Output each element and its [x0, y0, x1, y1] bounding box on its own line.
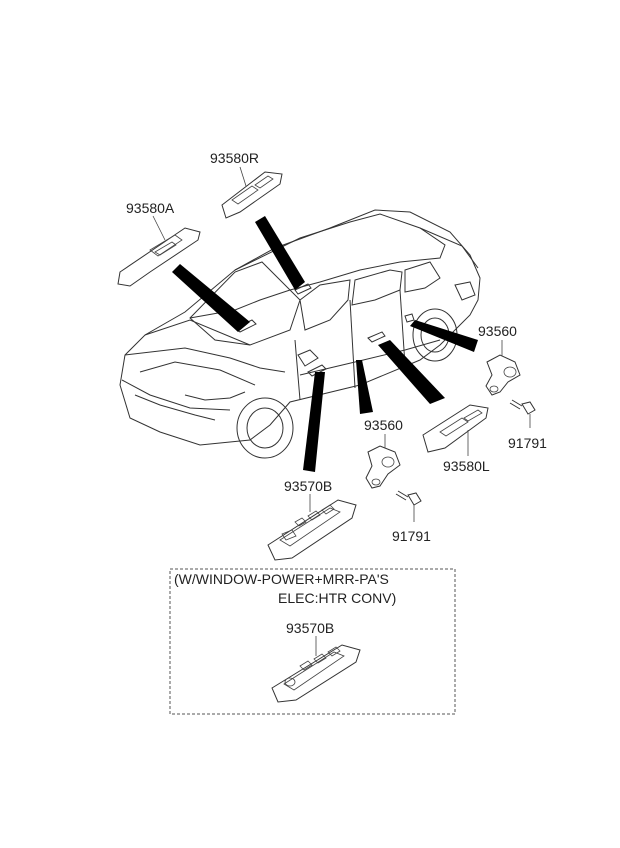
- label-93580R: 93580R: [210, 150, 259, 166]
- label-93570B-main: 93570B: [284, 478, 332, 494]
- leader-93570B: [303, 372, 325, 472]
- part-93580A-switch: [117, 215, 201, 287]
- label-91791-right: 91791: [508, 435, 547, 451]
- part-93570B-option-switch: [271, 636, 361, 703]
- option-note-line2: ELEC:HTR CONV): [278, 590, 396, 606]
- part-91791-right-screw: [509, 399, 536, 428]
- leader-93560-right: [410, 320, 478, 352]
- part-93570B-main-switch: [267, 494, 357, 561]
- car-illustration: [119, 209, 481, 459]
- leader-93580R: [255, 216, 305, 290]
- part-91791-center-screw: [395, 490, 422, 522]
- part-93560-center-sensor: [365, 434, 401, 489]
- leader-pointers: [172, 216, 478, 472]
- part-93580R-switch: [221, 166, 283, 219]
- option-note-line1: (W/WINDOW-POWER+MRR-PA'S: [174, 571, 389, 587]
- label-91791-center: 91791: [392, 528, 431, 544]
- part-93580L-switch: [422, 404, 489, 456]
- label-93570B-option: 93570B: [286, 620, 334, 636]
- leader-93560-center: [356, 360, 373, 414]
- leader-93580L: [378, 340, 445, 404]
- label-93580L: 93580L: [443, 458, 490, 474]
- label-93560-center: 93560: [364, 417, 403, 433]
- label-93560-right: 93560: [478, 323, 517, 339]
- leader-93580A: [172, 264, 250, 332]
- option-box-frame: [169, 568, 456, 715]
- part-93560-right-sensor: [485, 340, 521, 396]
- label-93580A: 93580A: [126, 200, 175, 216]
